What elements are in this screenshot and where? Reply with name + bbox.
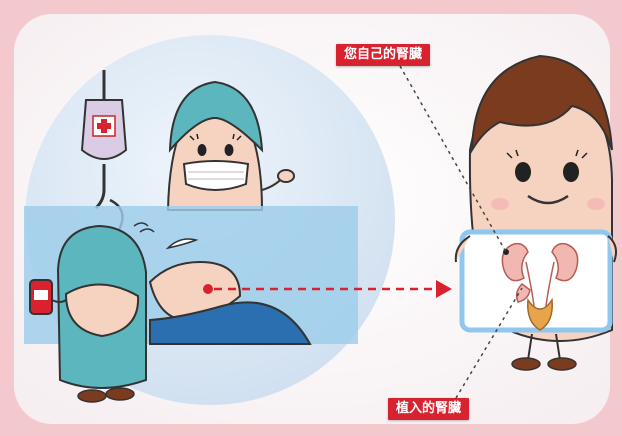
implanted-kidney-label: 植入的腎臟 (388, 398, 470, 420)
surgeon-character (166, 80, 295, 211)
own-kidney-label: 您自己的腎臟 (336, 44, 431, 66)
leader-own (399, 65, 507, 253)
assistant-surgeon-character (29, 222, 155, 403)
recipient-character (454, 54, 617, 371)
patient-character (148, 238, 312, 345)
transfer-arrow (214, 280, 452, 298)
leader-implant (455, 287, 523, 399)
